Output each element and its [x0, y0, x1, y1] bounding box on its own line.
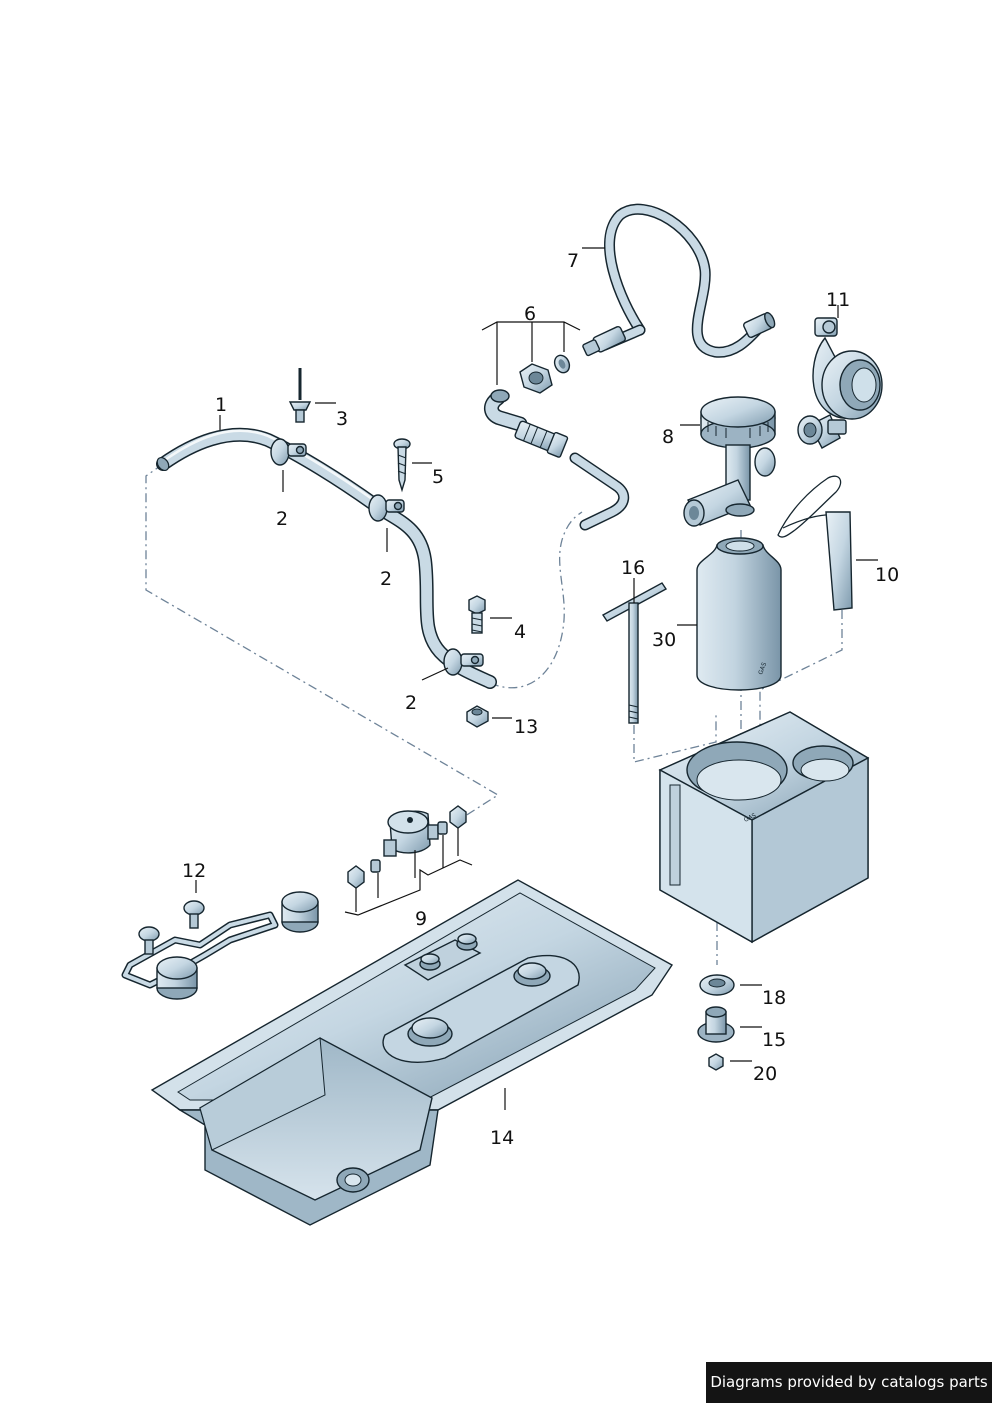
flexible-hose [582, 203, 776, 358]
sealing-washer [699, 974, 735, 996]
gas-box: GAS [658, 711, 870, 944]
drain-fitting [697, 1006, 735, 1043]
tag-with-cord [777, 475, 853, 611]
callout-5: 5 [432, 466, 444, 488]
tap-knob-b [138, 926, 160, 955]
callout-6: 6 [524, 303, 536, 325]
elbow-fitting [484, 389, 630, 531]
callout-9: 9 [415, 908, 427, 930]
cartridge-valve [683, 396, 776, 527]
olive-ring [553, 354, 571, 374]
hex-nut [466, 705, 489, 728]
pipe-clamp-lower [443, 648, 484, 676]
wood-screw [393, 438, 411, 493]
callout-8: 8 [662, 426, 674, 448]
burner-small [513, 962, 551, 987]
pipe-clamp-middle [368, 494, 405, 522]
leader-lines [195, 247, 878, 1110]
gas-cartridge: GAS [696, 537, 782, 691]
callout-16: 16 [621, 557, 645, 579]
callout-12: 12 [182, 860, 206, 882]
burner-large [407, 1017, 453, 1047]
callout-2-lower: 2 [405, 692, 417, 714]
burner-head-small [156, 956, 198, 1000]
callout-2-upper: 2 [276, 508, 288, 530]
burner-head-large [281, 891, 319, 933]
callout-18: 18 [762, 987, 786, 1009]
callout-2-middle: 2 [380, 568, 392, 590]
cartridge-gas-mark: GAS [757, 661, 768, 675]
callout-30: 30 [652, 629, 676, 651]
control-knob-right [456, 933, 478, 951]
callout-13: 13 [514, 716, 538, 738]
callout-4: 4 [514, 621, 526, 643]
rivet [288, 368, 312, 423]
hex-bolt [468, 595, 486, 634]
pressure-regulator [797, 317, 883, 449]
callout-20: 20 [753, 1063, 777, 1085]
t-key [601, 582, 668, 724]
callout-14: 14 [490, 1127, 514, 1149]
small-nut [708, 1053, 724, 1071]
callout-3: 3 [336, 408, 348, 430]
union-nut [519, 363, 553, 394]
callout-1: 1 [215, 394, 227, 416]
callout-11: 11 [826, 289, 850, 311]
pipe-clamp-upper [270, 438, 307, 466]
valve-nuts [347, 805, 467, 889]
credit-banner: Diagrams provided by catalogs parts [706, 1362, 992, 1403]
callout-labels: 1 2 2 2 3 5 4 13 6 7 8 11 10 16 30 9 12 … [182, 250, 899, 1149]
callout-10: 10 [875, 564, 899, 586]
callout-15: 15 [762, 1029, 786, 1051]
burner-assembly [121, 891, 319, 1000]
hob-sink-unit [150, 879, 674, 1226]
gas-pipe [156, 427, 497, 689]
tap-knob-a [183, 900, 205, 929]
box-gas-mark: GAS [743, 812, 758, 824]
pipe-clamps [270, 438, 484, 676]
safety-valve [383, 810, 439, 857]
callout-7: 7 [567, 250, 579, 272]
control-knob-left [419, 953, 441, 971]
